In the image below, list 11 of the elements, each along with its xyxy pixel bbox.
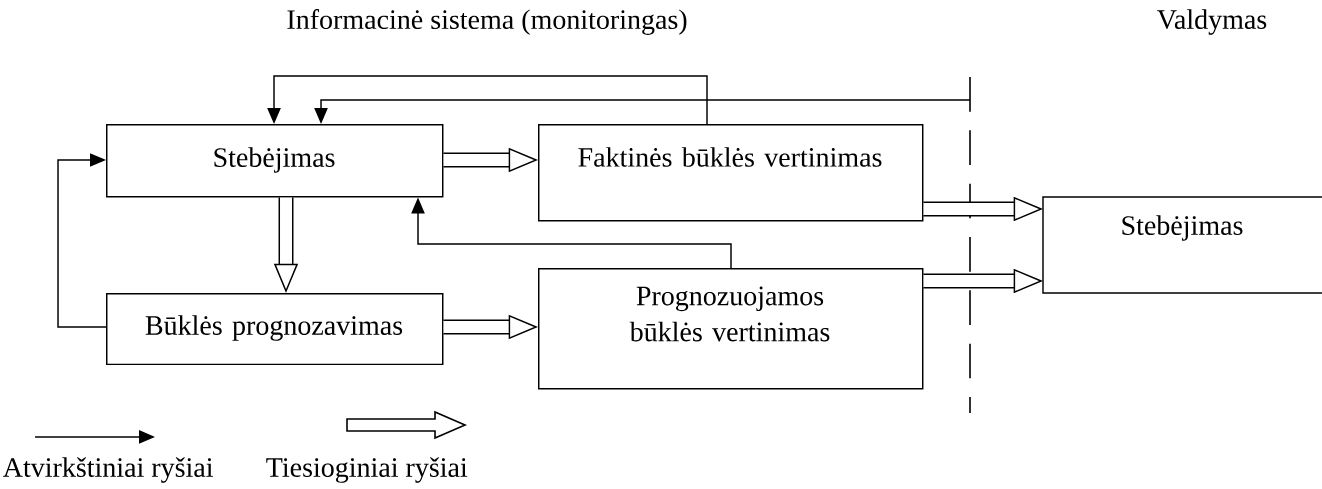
process-box: Stebėjimas	[106, 124, 444, 198]
arrow	[267, 75, 708, 125]
process-box: Stebėjimas	[1042, 196, 1322, 294]
process-box: Prognozuojamos būklės vertinimas	[538, 268, 924, 390]
process-box: Būklės prognozavimas	[106, 293, 444, 366]
process-box: Faktinės būklės vertinimas	[538, 124, 924, 222]
heading: Informacinė sistema (monitoringas)	[287, 9, 687, 35]
legend-text: Tiesioginiai ryšiai	[266, 457, 468, 483]
arrow	[57, 153, 107, 328]
legend-text: Atvirkštiniai ryšiai	[3, 457, 213, 483]
heading: Valdymas	[1157, 9, 1267, 35]
